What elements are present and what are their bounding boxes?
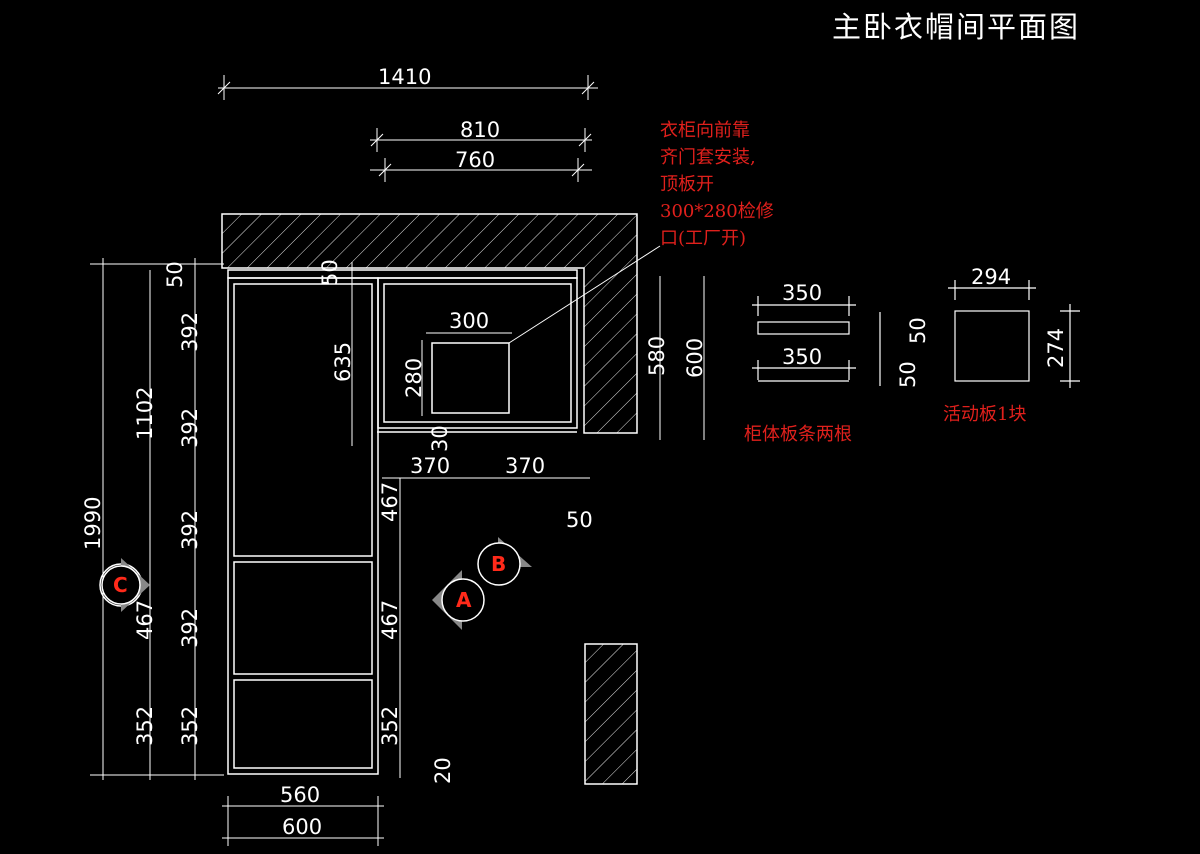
dim-580: 580 (645, 336, 669, 376)
dim-280: 280 (402, 358, 426, 398)
dim-350-a: 350 (782, 281, 822, 305)
section-marker-b: B (477, 537, 532, 586)
leader-line (508, 245, 661, 344)
section-marker-a: A (432, 570, 485, 630)
dim-760: 760 (455, 148, 495, 172)
svg-text:300*280检修: 300*280检修 (660, 201, 774, 222)
detail-caption-strips: 柜体板条两根 (744, 424, 852, 445)
dim-600-bottom: 600 (282, 815, 322, 839)
dim-30: 30 (428, 425, 452, 452)
detail-caption-board: 活动板1块 (943, 404, 1026, 425)
dim-352-col: 352 (178, 706, 202, 746)
dim-1990: 1990 (81, 497, 105, 550)
detail-board (948, 280, 1080, 388)
left-dimensions (90, 258, 224, 780)
dim-50-right: 50 (566, 508, 593, 532)
dim-392-a: 392 (178, 312, 202, 352)
dim-352-inner: 352 (378, 706, 402, 746)
drawing-title: 主卧衣帽间平面图 (832, 10, 1080, 44)
dim-300: 300 (449, 309, 489, 333)
svg-text:口(工厂开): 口(工厂开) (660, 228, 746, 249)
cabinet-plan (227, 269, 578, 775)
bottom-dimensions (222, 796, 384, 846)
installation-note: 衣柜向前靠 齐门套安装, 顶板开 300*280检修 口(工厂开) (660, 120, 774, 249)
svg-text:B: B (491, 552, 506, 576)
dim-294: 294 (971, 265, 1011, 289)
dim-560: 560 (280, 783, 320, 807)
svg-text:衣柜向前靠: 衣柜向前靠 (660, 120, 750, 141)
dim-392-d: 392 (178, 608, 202, 648)
dim-370-left: 370 (410, 454, 450, 478)
svg-text:C: C (113, 573, 128, 597)
dim-50-top: 50 (318, 259, 342, 286)
inner-dimensions (351, 262, 705, 778)
dim-392-b: 392 (178, 408, 202, 448)
dim-352-left: 352 (133, 706, 157, 746)
svg-text:顶板开: 顶板开 (660, 174, 714, 195)
dim-50-left: 50 (163, 261, 187, 288)
dim-350-b: 350 (782, 345, 822, 369)
section-marker-c: C (99, 558, 150, 612)
dim-20: 20 (431, 757, 455, 784)
dim-810: 810 (460, 118, 500, 142)
wall-hatch (221, 213, 638, 785)
dim-600-right: 600 (683, 338, 707, 378)
dim-1410: 1410 (378, 65, 431, 89)
dim-467-inner-b: 467 (378, 600, 402, 640)
dim-392-c: 392 (178, 510, 202, 550)
detail-strips (752, 296, 881, 386)
dim-1102: 1102 (133, 387, 157, 440)
dim-635: 635 (331, 342, 355, 382)
dim-274: 274 (1044, 328, 1068, 368)
dim-50-strip-a: 50 (906, 317, 930, 344)
dim-467-left: 467 (133, 600, 157, 640)
top-dimensions (217, 75, 598, 182)
svg-text:A: A (456, 588, 472, 612)
dim-50-strip-b: 50 (896, 361, 920, 388)
svg-text:齐门套安装,: 齐门套安装, (660, 147, 756, 168)
dim-370-right: 370 (505, 454, 545, 478)
dim-467-inner-a: 467 (378, 482, 402, 522)
